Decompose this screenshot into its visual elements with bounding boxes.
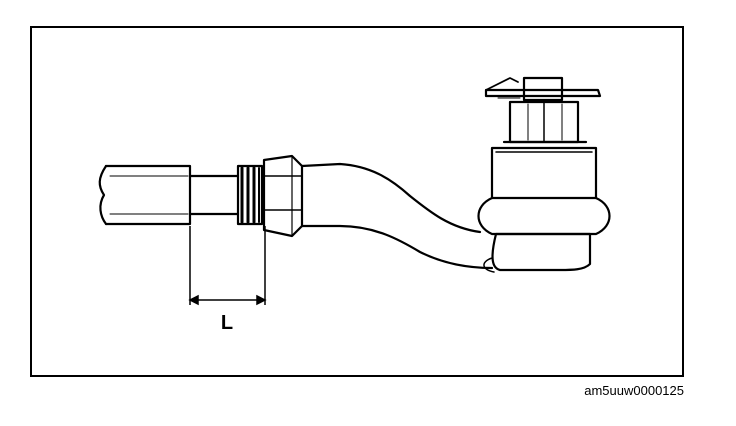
figure-caption: am5uuw0000125 (584, 383, 684, 398)
rod-neck (188, 174, 240, 216)
lock-nut (262, 154, 304, 238)
tie-rod-end-arm (300, 162, 494, 270)
cotter-pin (484, 76, 602, 102)
threaded-section (236, 164, 264, 226)
castle-nut (502, 100, 588, 144)
ball-joint-housing (477, 146, 611, 273)
dimension-label: L (221, 312, 233, 334)
figure-frame (30, 26, 684, 377)
tie-rod (98, 164, 192, 226)
dimension-l-indicator (188, 226, 267, 306)
